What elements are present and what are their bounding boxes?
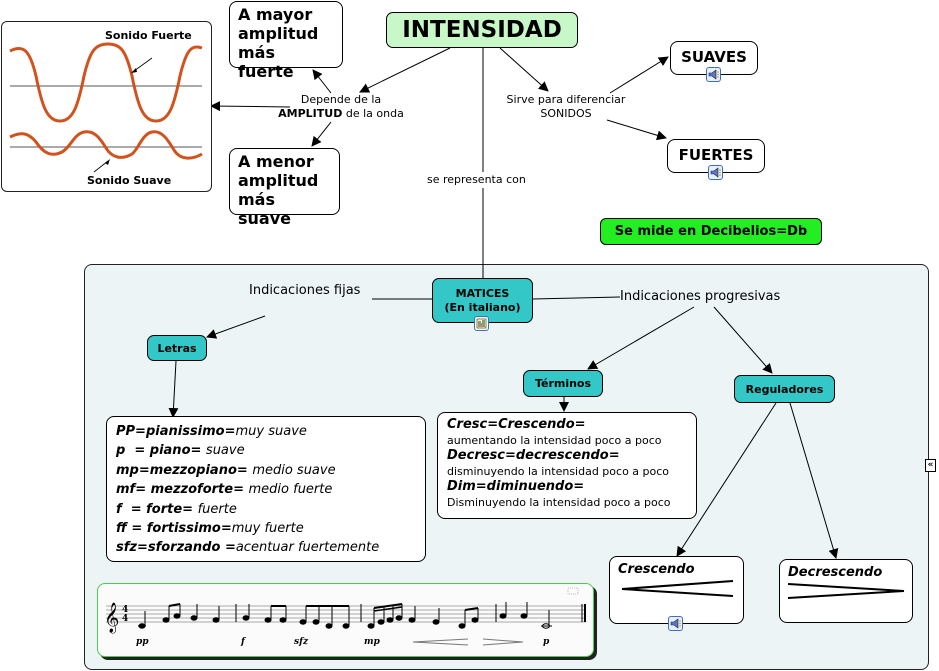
soft-wave (9, 130, 203, 160)
node-crescendo[interactable]: Crescendo (609, 556, 744, 624)
sonido-fuerte-label: Sonido Fuerte (105, 29, 192, 42)
link-reguladores-decrescendo (789, 402, 839, 559)
node-decrescendo[interactable]: Decrescendo (779, 559, 913, 623)
dynamic-mp: mp (364, 637, 381, 647)
node-decibelios[interactable]: Se mide en Decibelios=Db (600, 218, 822, 245)
link-label-depende: Depende de la AMPLITUD de la onda (278, 93, 404, 120)
terminos-meaning: aumentando la intensidad poco a poco (447, 433, 662, 447)
score-hairpins (412, 638, 524, 646)
dynamic-p: p (543, 637, 550, 647)
dynamic-pp: pp (136, 637, 149, 647)
link-intensidad-sirve (499, 47, 549, 92)
double-chevron-left-icon: « (927, 460, 934, 470)
dynamic-f: f (240, 637, 247, 647)
node-mayor-amplitud[interactable]: A mayor amplitud más fuerte (229, 1, 343, 81)
notes (138, 602, 552, 629)
treble-clef-icon: 𝄞 (104, 602, 119, 634)
link-intensidad-depende (359, 47, 451, 93)
speaker-icon-fuertes[interactable] (708, 165, 723, 180)
letras-item: f = forte= fuerte (116, 501, 237, 517)
terminos-meaning: disminuyendo la intensidad poco a poco (447, 464, 670, 478)
terminos-list-box[interactable]: Cresc=Crescendo= aumentando la intensida… (437, 412, 697, 519)
link-depende-menor (311, 121, 332, 147)
svg-text:4: 4 (122, 605, 128, 615)
sonido-suave-label: Sonido Suave (87, 174, 172, 187)
link-label-sirve: Sirve para diferenciar SONIDOS (506, 93, 626, 120)
expand-icon (567, 587, 579, 595)
node-terminos[interactable]: Términos (523, 370, 603, 397)
node-matices[interactable]: MATICES (En italiano) (432, 278, 533, 323)
terminos-term: Decresc=decrescendo= (447, 448, 620, 463)
terminos-term: Dim=diminuendo= (447, 479, 585, 494)
strong-wave (9, 42, 203, 123)
letras-item: mf= mezzoforte= medio fuerte (116, 482, 333, 498)
link-progresivas-terminos (587, 306, 695, 370)
crescendo-hairpin-icon (621, 580, 734, 597)
node-letras[interactable]: Letras (147, 335, 207, 361)
link-sirve-suaves (609, 56, 669, 94)
link-progresivas-reguladores (713, 306, 773, 374)
collapse-panel-button[interactable]: « (925, 459, 936, 472)
speaker-icon-crescendo[interactable] (668, 616, 683, 631)
title-intensidad-node[interactable]: INTENSIDAD (386, 12, 578, 48)
terminos-meaning: Disminuyendo la intensidad poco a poco (447, 495, 671, 509)
link-label-progresivas: Indicaciones progresivas (620, 289, 781, 304)
letras-item: mp=mezzopiano= medio suave (116, 462, 336, 478)
music-staff: 𝄞 4 4 (104, 587, 586, 647)
document-icon-matices[interactable] (474, 316, 489, 331)
link-matices-progresivas (532, 296, 621, 300)
svg-text:4: 4 (122, 614, 128, 624)
wave-image[interactable]: Sonido Fuerte Sonido Suave (1, 21, 212, 192)
music-score-image[interactable]: 𝄞 4 4 (97, 583, 594, 657)
link-label-representa: se representa con (425, 173, 528, 187)
letras-item: p = piano= suave (116, 443, 245, 459)
terminos-term: Cresc=Crescendo= (447, 417, 586, 432)
dynamic-sfz: sfz (294, 637, 309, 647)
title-text: INTENSIDAD (402, 17, 562, 43)
link-reguladores-crescendo (676, 402, 777, 557)
link-label-fijas: Indicaciones fijas (249, 283, 361, 298)
link-depende-image (210, 101, 291, 112)
letras-item: ff = fortissimo=muy fuerte (116, 521, 304, 537)
node-menor-amplitud[interactable]: A menor amplitud más suave (229, 148, 340, 228)
link-letras-list (168, 360, 179, 418)
link-depende-mayor (312, 69, 332, 94)
letras-item: sfz=sforzando =acentuar fuertemente (116, 540, 380, 556)
letras-item: PP=pianissimo=muy suave (116, 424, 307, 439)
link-fijas-letras (206, 315, 266, 339)
decrescendo-hairpin-icon (787, 583, 905, 599)
node-reguladores[interactable]: Reguladores (734, 375, 835, 403)
speaker-icon-suaves[interactable] (706, 67, 721, 82)
letras-list-box[interactable]: PP=pianissimo=muy suave p = piano= suave… (106, 416, 426, 562)
link-sirve-fuertes (606, 119, 667, 141)
sound-waves-illustration (9, 42, 203, 173)
